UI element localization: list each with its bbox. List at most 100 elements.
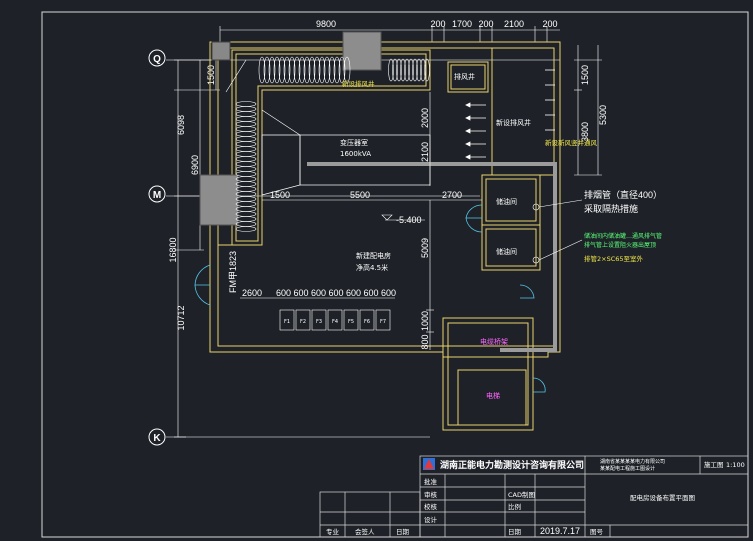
coil-loop xyxy=(235,186,257,192)
coil-loop xyxy=(298,56,306,84)
coil-loop xyxy=(424,58,430,82)
elevation-label: -5.400 xyxy=(396,215,422,225)
coil-loop xyxy=(416,58,422,82)
switchgear-cabinet xyxy=(359,309,375,331)
switchgear-cabinet xyxy=(327,309,343,331)
label-transformer: 变压器室 xyxy=(340,138,368,147)
coil-loop xyxy=(323,56,331,84)
axis-label-k: K xyxy=(153,433,161,444)
top-dimension-chain xyxy=(219,26,560,42)
coil-loop xyxy=(235,181,257,187)
sign-header-discipline: 专业 xyxy=(326,527,340,536)
dim-top-2100: 2100 xyxy=(504,19,524,29)
dim-v-1000: 1000 xyxy=(420,311,430,331)
note-yellow-pipes: 排管2×SC65至室外 xyxy=(584,254,644,263)
coil-loop xyxy=(235,136,257,142)
dim-left-1500: 1500 xyxy=(206,65,216,85)
title-project-2: 某某配电工程施工图设计 xyxy=(600,465,655,472)
label-room-upper: 储油间 xyxy=(496,197,517,206)
title-drawing-name: 配电房设备布置平面图 xyxy=(630,493,695,502)
axis-bubble-m: M xyxy=(148,185,166,203)
coil-loop xyxy=(308,56,316,84)
coil-loop xyxy=(412,58,418,82)
coil-loop xyxy=(235,111,257,117)
coil-loop xyxy=(420,58,426,82)
label-elevator: 电梯 xyxy=(486,391,500,400)
switchgear-cabinet xyxy=(343,309,359,331)
coil-loop xyxy=(235,201,257,207)
switchgear-cabinet-label: F7 xyxy=(380,319,386,325)
switchgear-cabinet-label: F6 xyxy=(364,319,370,325)
note-green-1: 储油间内储油罐…通风排气管 xyxy=(584,232,662,240)
dim-top-1700: 1700 xyxy=(452,19,472,29)
axis-bubble-k: K xyxy=(148,428,166,446)
dim-cab-pitch: 600 600 600 600 600 600 600 xyxy=(276,288,396,298)
dim-top-200a: 200 xyxy=(430,19,445,29)
building-walls xyxy=(209,41,561,431)
switchgear-cabinet xyxy=(295,309,311,331)
coil-loop xyxy=(293,56,301,84)
coil-loop xyxy=(235,141,257,147)
label-transformer-sub: 1600kVA xyxy=(340,150,371,158)
coil-loop xyxy=(313,56,321,84)
airflow-arrows xyxy=(465,69,555,160)
coil-loop xyxy=(404,58,410,82)
coil-loop xyxy=(388,58,394,82)
dim-v-800: 800 xyxy=(420,334,430,349)
coil-loop xyxy=(235,226,257,232)
corner-vent-block xyxy=(211,41,231,61)
coil-loop xyxy=(343,56,351,84)
title-stage: 施工图 xyxy=(704,460,724,469)
coil-loop xyxy=(400,58,406,82)
coil-loop xyxy=(235,126,257,132)
coil-duct-horizontal xyxy=(258,56,430,84)
switchgear-cabinet-label: F4 xyxy=(332,319,338,325)
coil-loop xyxy=(235,211,257,217)
note-green-2: 排气管上设置阻火器出屋顶 xyxy=(584,241,656,249)
row-label-approve: 批准 xyxy=(424,477,438,486)
row-label-cad: CAD制图 xyxy=(508,490,535,499)
coil-loop xyxy=(273,56,281,84)
note-smoke-pipe: 排烟管（直径400） xyxy=(584,189,662,200)
label-intake-note: 新设新风竖井通风 xyxy=(545,138,598,147)
coil-duct-vertical xyxy=(235,101,257,232)
dim-left-6098: 6098 xyxy=(176,115,186,135)
door-swings xyxy=(194,204,546,393)
coil-loop xyxy=(235,206,257,212)
coil-loop xyxy=(235,166,257,172)
leader-lines xyxy=(532,199,583,264)
coil-loop xyxy=(235,176,257,182)
dim-left-16800: 16800 xyxy=(168,237,178,262)
label-main-room-sub: 净高4.5米 xyxy=(356,263,388,272)
switchgear-cabinet-label: F5 xyxy=(348,319,354,325)
title-date-value: 2019.7.17 xyxy=(540,526,580,536)
switchgear-cabinet xyxy=(279,309,295,331)
title-block xyxy=(319,455,749,538)
dim-right-3800: 3800 xyxy=(580,122,590,142)
coil-loop xyxy=(235,116,257,122)
label-exhaust-shaft: 排风井 xyxy=(454,72,475,81)
switchgear-cabinet xyxy=(375,309,391,331)
dim-left-6900: 6900 xyxy=(190,155,200,175)
diagonal-duct-line xyxy=(225,59,247,93)
row-label-scale: 比例 xyxy=(508,502,521,511)
coil-loop xyxy=(235,131,257,137)
coil-loop xyxy=(235,156,257,162)
row-label-review: 审核 xyxy=(424,490,438,499)
coil-loop xyxy=(235,121,257,127)
coil-loop xyxy=(288,56,296,84)
company-logo-mark-icon xyxy=(424,459,434,469)
switchgear-cabinet-label: F2 xyxy=(300,319,306,325)
dim-row-1500: 1500 xyxy=(270,190,290,200)
label-main-room: 新建配电房 xyxy=(356,251,391,260)
right-dimension-chain xyxy=(574,45,602,176)
axis-bubble-q: Q xyxy=(148,49,166,67)
internal-dimensions xyxy=(262,92,482,350)
left-fan-block xyxy=(199,174,239,226)
sign-header-date: 日期 xyxy=(396,528,410,536)
label-room-lower: 储油间 xyxy=(496,247,517,256)
switchgear-cabinet-label: F1 xyxy=(284,319,290,325)
coil-loop xyxy=(408,58,414,82)
